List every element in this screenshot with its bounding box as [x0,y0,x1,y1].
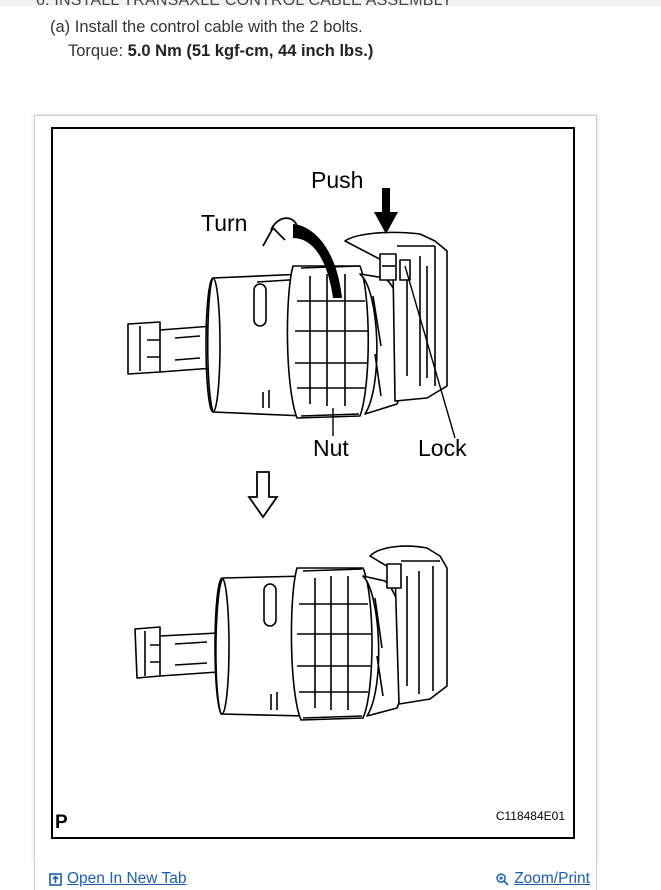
label-turn: Turn [201,210,247,236]
corner-letter: P [55,812,68,833]
zoom-icon [496,872,509,886]
label-push: Push [311,167,363,193]
figure-footer: Open In New Tab Zoom/Print [34,860,597,890]
top-assembly [127,231,448,419]
transition-arrow [247,471,279,519]
instruction-text: (a) Install the control cable with the 2… [50,18,363,36]
torque-value: 5.0 Nm (51 kgf-cm, 44 inch lbs.) [127,42,374,60]
label-lock: Lock [418,435,467,461]
turn-direction-arrow [293,224,342,298]
figure-id: C118484E01 [496,809,565,823]
top-edge [0,0,661,6]
zoom-print-label: Zoom/Print [514,870,590,887]
torque-label: Torque: [68,42,124,60]
cable-diagram: Push Turn Nut Lock P [51,127,575,839]
zoom-print-link[interactable]: Zoom/Print [496,870,590,888]
open-in-new-tab-label: Open In New Tab [67,870,187,887]
label-nut: Nut [313,435,349,461]
torque-spec: Torque: 5.0 Nm (51 kgf-cm, 44 inch lbs.) [68,42,373,61]
open-tab-icon [49,872,62,886]
figure-card[interactable]: Push Turn Nut Lock P [34,115,597,862]
push-arrow [374,188,398,234]
open-in-new-tab-link[interactable]: Open In New Tab [49,870,186,888]
bottom-assembly [134,545,448,721]
step-heading: 6. INSTALL TRANSAXLE CONTROL CABLE ASSEM… [36,0,453,9]
turn-arrowhead [262,217,298,247]
figure-frame [51,127,575,839]
lock-leader [404,265,456,439]
